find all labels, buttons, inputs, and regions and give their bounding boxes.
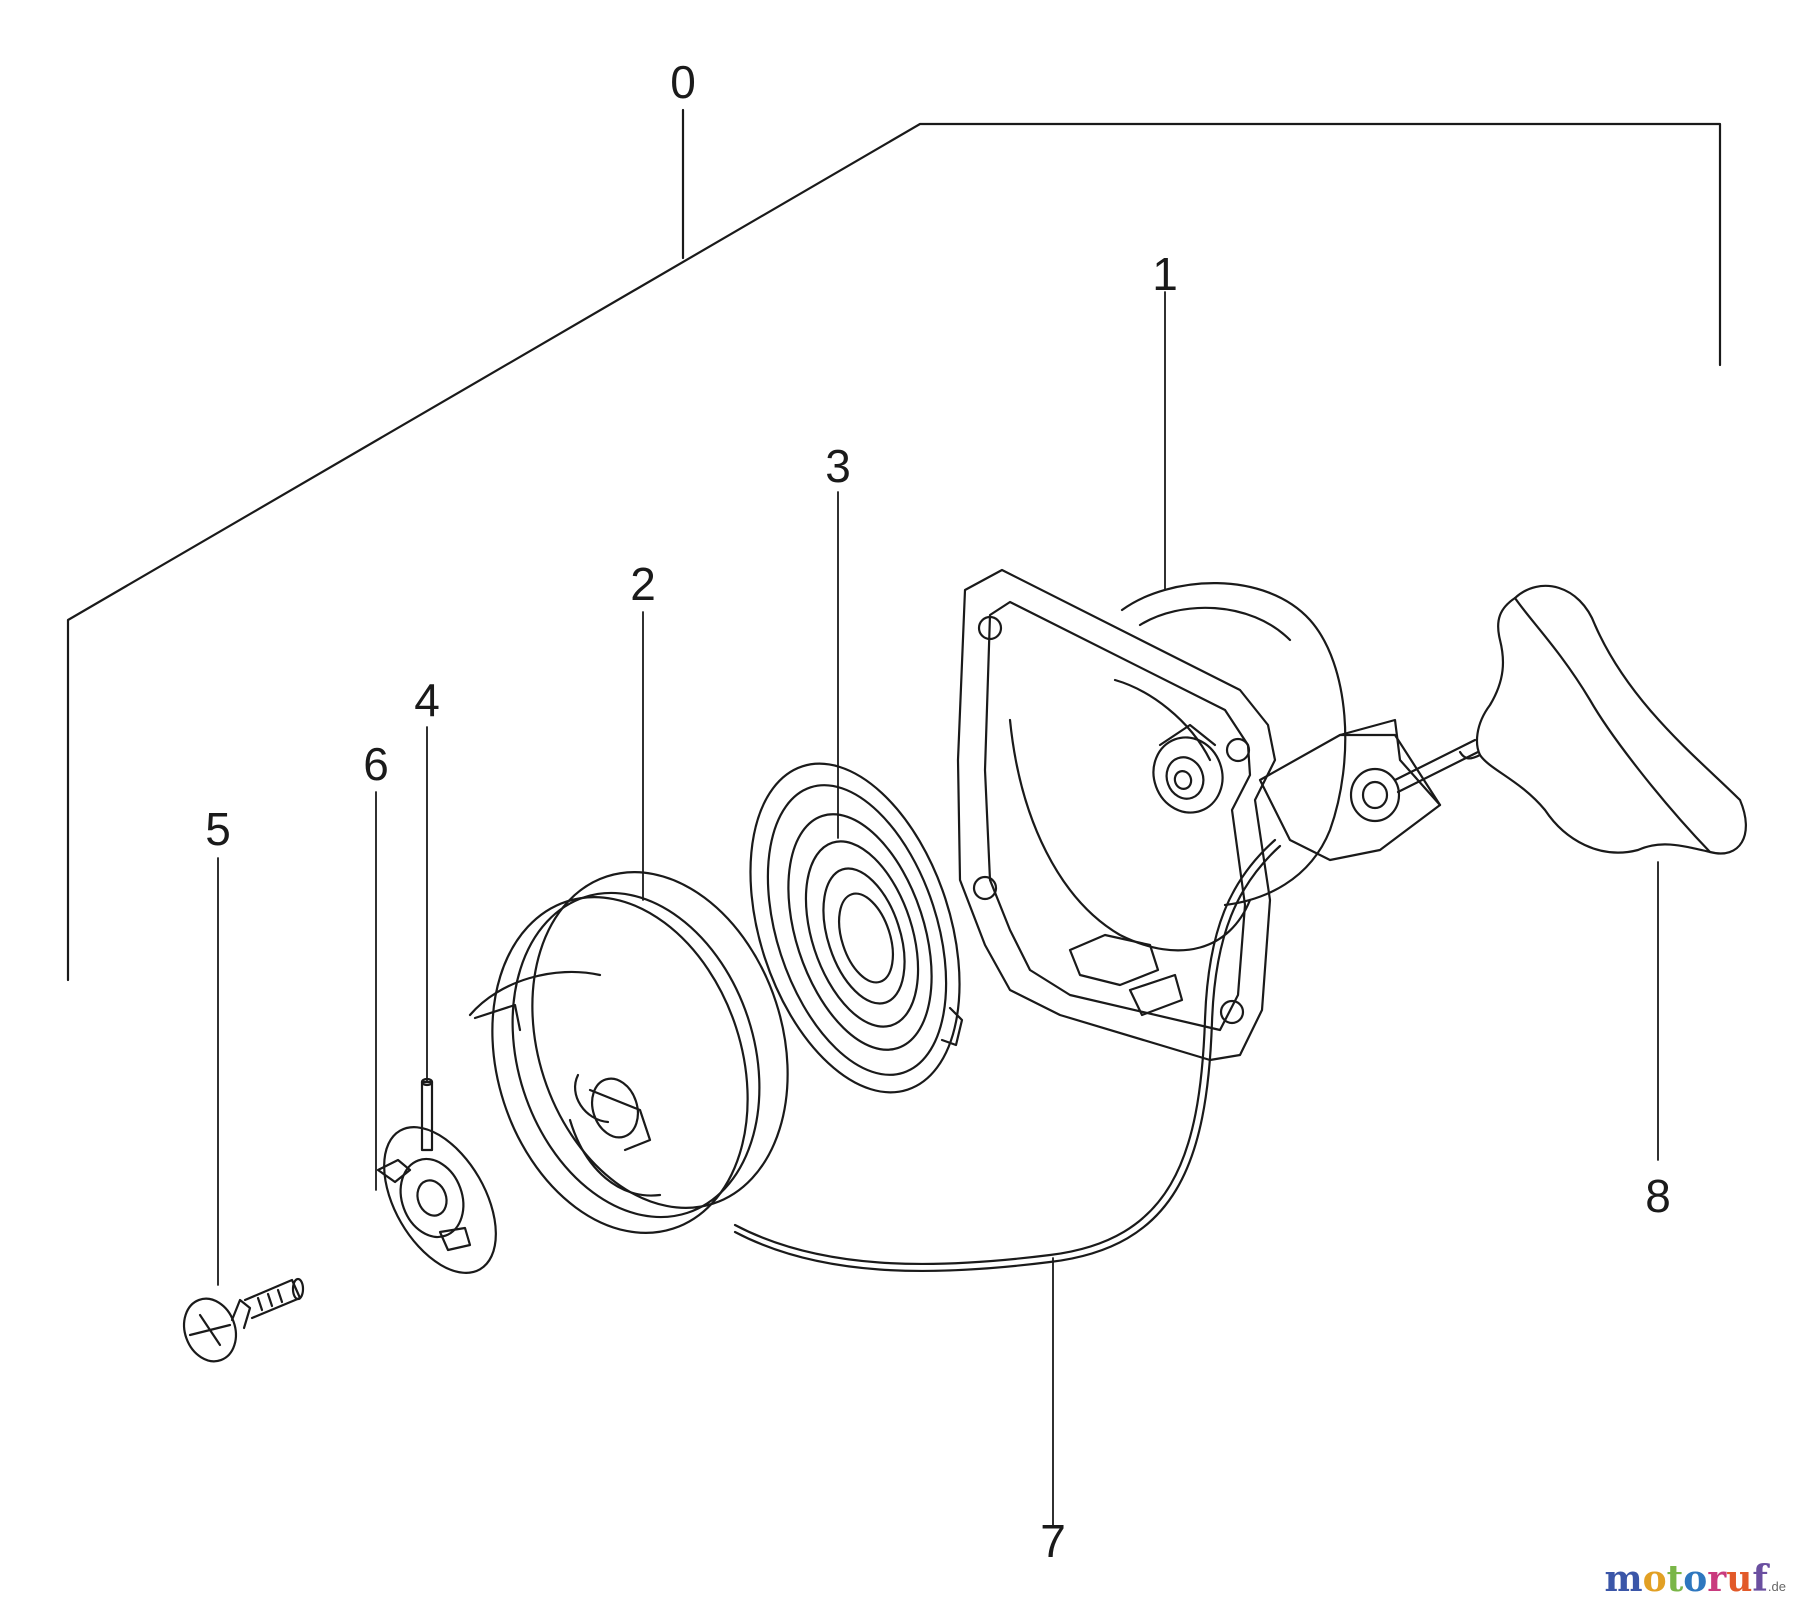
- watermark-letter: r: [1707, 1558, 1727, 1600]
- watermark-logo: motoruf.de: [1605, 1558, 1787, 1600]
- leader-lines: [217, 291, 1659, 1526]
- watermark-letter: u: [1726, 1558, 1753, 1600]
- label-assembly: 0: [670, 56, 696, 108]
- label-screw: 5: [205, 803, 231, 855]
- ratchet-pawl: [376, 1126, 497, 1274]
- part-number-labels: 0 1 3 2 4 6 5 7 8: [205, 56, 1671, 1567]
- starter-rope: [733, 838, 1282, 1273]
- watermark-letter: o: [1683, 1558, 1708, 1600]
- label-rope: 7: [1040, 1515, 1066, 1567]
- label-pin: 4: [414, 674, 440, 726]
- label-ratchet: 6: [363, 738, 389, 790]
- watermark-letter: f: [1752, 1558, 1768, 1600]
- label-handle: 8: [1645, 1170, 1671, 1222]
- label-spring: 3: [825, 440, 851, 492]
- pull-handle: [1393, 584, 1747, 855]
- watermark-letter: t: [1666, 1558, 1684, 1600]
- assembly-bracket-lines: [66, 108, 1722, 982]
- label-pulley: 2: [630, 558, 656, 610]
- recoil-spring: [749, 762, 964, 1094]
- watermark-letter: m: [1604, 1558, 1643, 1600]
- watermark-letters: motoruf: [1605, 1558, 1768, 1600]
- label-housing: 1: [1152, 248, 1178, 300]
- screw: [182, 1277, 305, 1363]
- watermark-letter: o: [1642, 1558, 1667, 1600]
- watermark-suffix: .de: [1767, 1579, 1786, 1594]
- pin: [420, 1077, 434, 1152]
- starter-housing: [956, 568, 1442, 1062]
- rope-pulley: [468, 871, 789, 1234]
